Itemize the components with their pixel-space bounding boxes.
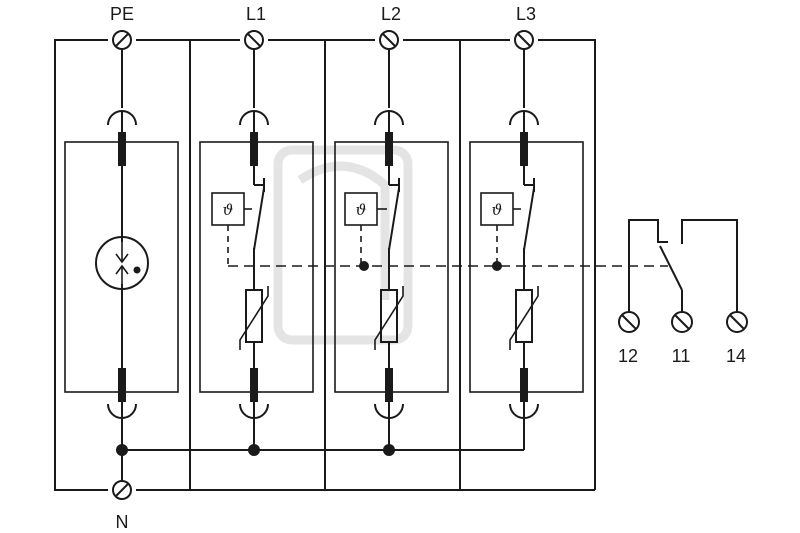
label-contact-14: 14 xyxy=(726,346,746,366)
label-l1: L1 xyxy=(246,4,266,24)
label-contact-12: 12 xyxy=(618,346,638,366)
linkage-junction-dot xyxy=(359,261,369,271)
thermal-symbol-l2: ϑ xyxy=(356,201,367,219)
terminal-pe-top xyxy=(112,30,132,50)
terminal-l1-top xyxy=(244,30,264,50)
phase-module-l2 xyxy=(344,49,404,450)
pe-path xyxy=(107,49,137,481)
label-contact-11: 11 xyxy=(672,346,691,366)
ground-bus xyxy=(116,444,524,456)
terminal-l2-top xyxy=(379,30,399,50)
terminal-n-bottom xyxy=(112,480,132,500)
gas-discharge-tube xyxy=(95,236,149,290)
terminal-l3-top xyxy=(514,30,534,50)
phase-module-l1 xyxy=(211,49,269,450)
watermark-logo xyxy=(273,145,413,345)
thermal-symbol-l3: ϑ xyxy=(492,201,503,219)
linkage-junction-dot xyxy=(492,261,502,271)
label-l2: L2 xyxy=(381,4,401,24)
phase-module-l3 xyxy=(480,49,539,450)
label-l3: L3 xyxy=(516,4,536,24)
module-outer-frames xyxy=(54,39,596,491)
thermal-symbol-l1: ϑ xyxy=(223,201,234,219)
remote-signal-contact xyxy=(618,219,748,333)
label-n: N xyxy=(116,512,129,532)
label-pe: PE xyxy=(110,4,134,24)
